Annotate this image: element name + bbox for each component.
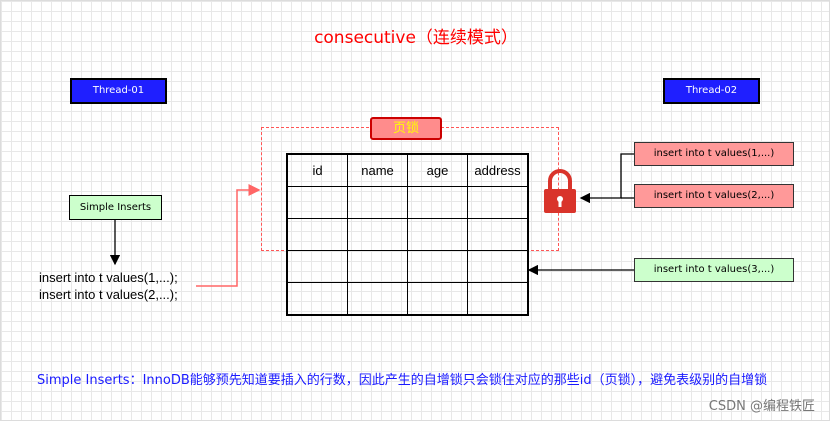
table-cell xyxy=(286,282,348,316)
table-row xyxy=(286,282,529,316)
table-cell xyxy=(407,250,468,283)
table-cell xyxy=(407,186,468,219)
table-cell xyxy=(286,218,348,251)
table-cell xyxy=(407,282,468,316)
table-cell xyxy=(467,218,529,251)
thread2-insert-3-box: insert into t values(3,...) xyxy=(634,258,794,282)
footer-note: Simple Inserts：InnoDB能够预先知道要插入的行数，因此产生的自… xyxy=(37,373,768,388)
table-cell xyxy=(347,250,408,283)
table-cell xyxy=(347,282,408,316)
table-row xyxy=(286,186,529,219)
thread-02-box: Thread-02 xyxy=(663,78,760,104)
table-header-cell: name xyxy=(347,153,408,187)
table-cell xyxy=(467,250,529,283)
padlock-icon xyxy=(544,169,576,213)
thread-01-box: Thread-01 xyxy=(70,78,167,104)
table-row xyxy=(286,250,529,283)
thread2-insert-1-box: insert into t values(1,...) xyxy=(634,142,794,166)
page-lock-label: 页锁 xyxy=(370,117,442,140)
table-row xyxy=(286,218,529,251)
insert-1-arrow xyxy=(579,153,634,204)
watermark: CSDN @编程铁匠 xyxy=(708,399,815,414)
table-cell xyxy=(467,282,529,316)
table-header-cell: id xyxy=(286,153,348,187)
code-line-1: insert into t values(1,...); xyxy=(39,270,178,285)
record-table: id name age address xyxy=(286,153,529,316)
inserts-to-region-arrow xyxy=(196,184,261,287)
table-cell xyxy=(407,218,468,251)
diagram-title: consecutive（连续模式） xyxy=(314,28,518,48)
table-header-cell: address xyxy=(467,153,529,187)
table-cell xyxy=(467,186,529,219)
code-line-2: insert into t values(2,...); xyxy=(39,287,178,302)
thread2-insert-2-box: insert into t values(2,...) xyxy=(634,184,794,208)
simple-inserts-box: Simple Inserts xyxy=(69,195,162,220)
